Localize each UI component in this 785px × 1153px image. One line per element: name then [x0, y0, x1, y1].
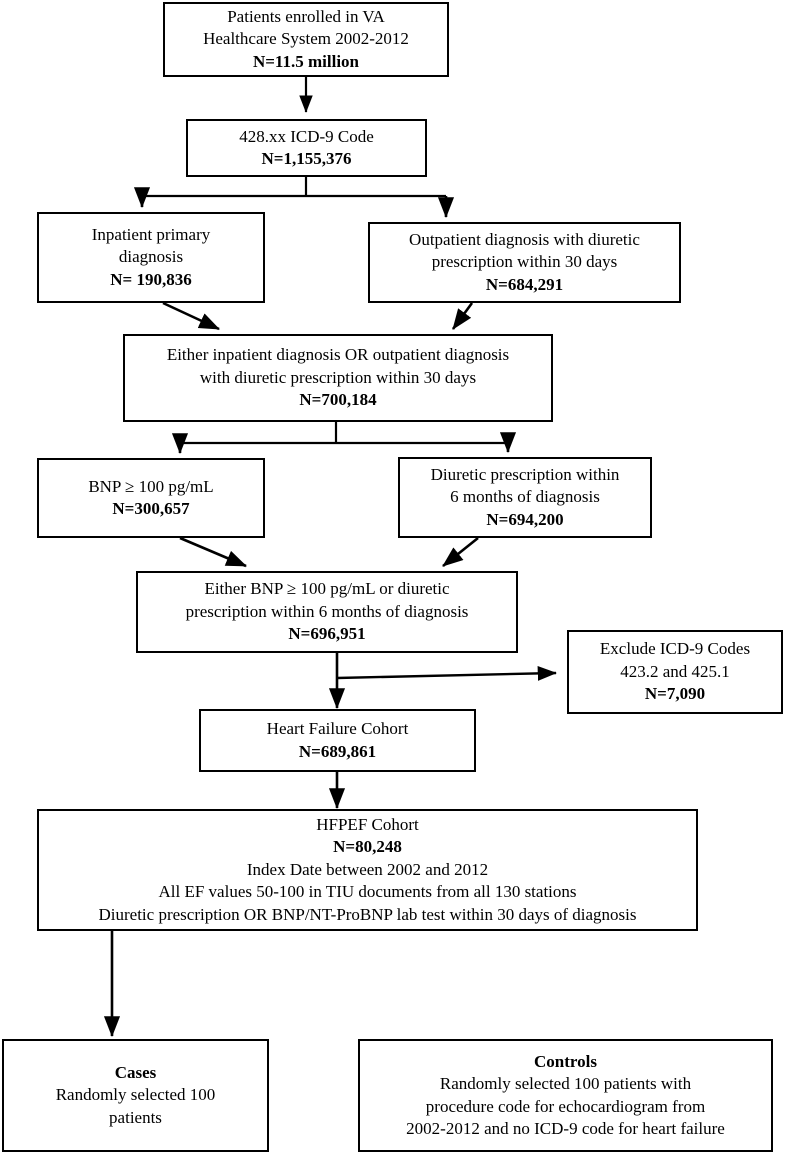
node-line: prescription within 30 days	[431, 252, 618, 272]
node-line: HFPEF Cohort	[316, 814, 419, 834]
node-line-count: N=1,155,376	[261, 149, 352, 168]
connector-outpatient-to-either-diag	[451, 302, 474, 330]
node-line: Exclude ICD-9 Codes	[599, 639, 751, 659]
connector-inpatient-to-either-diag	[162, 301, 220, 331]
connector-bnp-to-either-bnp	[179, 536, 247, 568]
node-line: Either BNP ≥ 100 pg/mL or diuretic	[204, 579, 450, 599]
node-line: 2002-2012 and no ICD-9 code for heart fa…	[406, 1118, 725, 1138]
node-either-inpatient-or-outpatient[interactable]: Either inpatient diagnosis OR outpatient…	[123, 334, 553, 422]
node-line: 423.2 and 425.1	[620, 661, 730, 681]
node-line: Outpatient diagnosis with diuretic	[409, 229, 640, 249]
node-icd9-code[interactable]: 428.xx ICD-9 Code N=1,155,376	[186, 119, 427, 177]
node-line-count: N=694,200	[486, 509, 564, 529]
node-controls[interactable]: Controls Randomly selected 100 patients …	[358, 1039, 773, 1152]
node-line: Healthcare System 2002-2012	[203, 29, 409, 49]
node-line: All EF values 50-100 in TIU documents fr…	[158, 882, 577, 902]
node-diuretic-6-months[interactable]: Diuretic prescription within 6 months of…	[398, 457, 652, 538]
node-line: Heart Failure Cohort	[266, 719, 409, 739]
node-line: Index Date between 2002 and 2012	[246, 859, 489, 879]
node-title: Cases	[114, 1062, 157, 1082]
node-line: Either inpatient diagnosis OR outpatient…	[166, 345, 510, 365]
connector-diuretic-to-either-bnp	[442, 536, 479, 568]
node-line-count: N=700,184	[299, 390, 377, 410]
node-line-count: N=300,657	[112, 499, 190, 518]
node-line: Patients enrolled in VA	[227, 6, 385, 26]
node-line: 6 months of diagnosis	[450, 487, 600, 507]
node-patients-enrolled[interactable]: Patients enrolled in VA Healthcare Syste…	[163, 2, 449, 77]
node-line: patients	[109, 1107, 162, 1127]
node-line-count: N=7,090	[644, 684, 706, 704]
node-line: Diuretic prescription within	[430, 464, 620, 484]
node-cases[interactable]: Cases Randomly selected 100 patients	[2, 1039, 269, 1152]
node-line: Randomly selected 100	[55, 1085, 216, 1105]
node-title: Controls	[534, 1051, 597, 1071]
node-line: Diuretic prescription OR BNP/NT-ProBNP l…	[98, 904, 637, 924]
node-heart-failure-cohort[interactable]: Heart Failure Cohort N=689,861	[199, 709, 476, 772]
node-line-count: N=11.5 million	[252, 51, 360, 71]
node-line-count: N= 190,836	[110, 269, 192, 289]
node-outpatient-diagnosis[interactable]: Outpatient diagnosis with diuretic presc…	[368, 222, 681, 303]
connector-to-exclude	[336, 665, 557, 681]
node-line: procedure code for echocardiogram from	[425, 1096, 706, 1116]
node-line: prescription within 6 months of diagnosi…	[185, 601, 469, 621]
node-line-count: N=684,291	[485, 274, 564, 294]
node-line: Inpatient primary	[91, 224, 211, 244]
node-line: with diuretic prescription within 30 day…	[199, 367, 477, 387]
node-line: Randomly selected 100 patients with	[439, 1074, 692, 1094]
node-line-count: N=80,248	[333, 837, 402, 857]
node-either-bnp-or-diuretic[interactable]: Either BNP ≥ 100 pg/mL or diuretic presc…	[136, 571, 518, 653]
node-line: diagnosis	[118, 247, 184, 267]
node-line: BNP ≥ 100 pg/mL	[88, 476, 214, 496]
node-hfpef-cohort[interactable]: HFPEF Cohort N=80,248 Index Date between…	[37, 809, 698, 931]
node-line-count: N=696,951	[288, 624, 366, 644]
node-line: 428.xx ICD-9 Code	[239, 126, 374, 146]
node-bnp-threshold[interactable]: BNP ≥ 100 pg/mL N=300,657	[37, 458, 265, 538]
node-line-count: N=689,861	[298, 741, 377, 761]
node-exclude-icd9-codes[interactable]: Exclude ICD-9 Codes 423.2 and 425.1 N=7,…	[567, 630, 783, 714]
node-inpatient-primary-diagnosis[interactable]: Inpatient primary diagnosis N= 190,836	[37, 212, 265, 303]
